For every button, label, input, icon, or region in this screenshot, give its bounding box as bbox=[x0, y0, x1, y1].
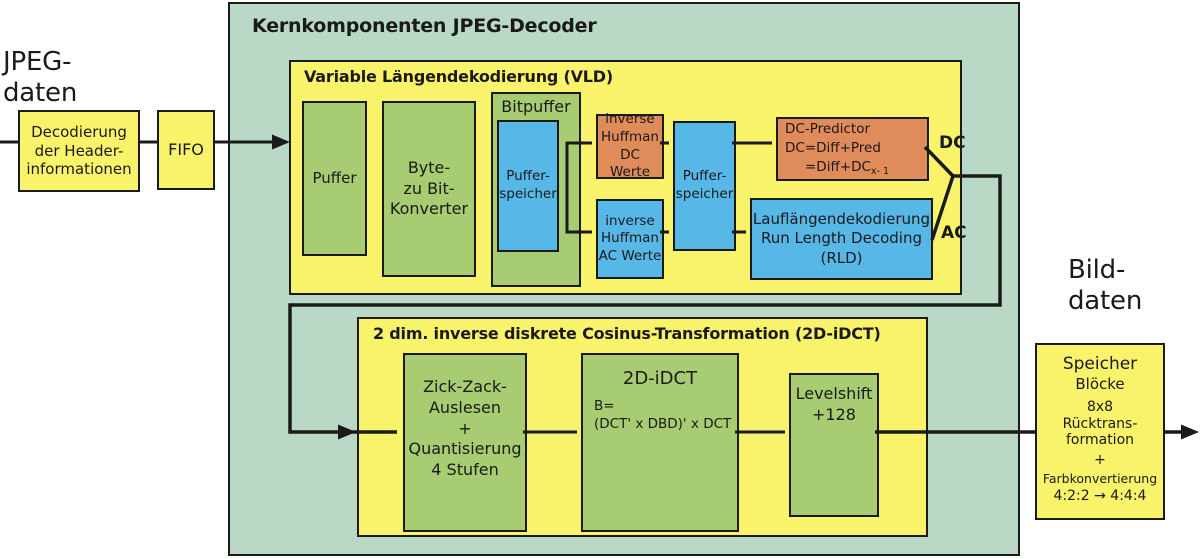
rld-box: Lauflängendekodierung Run Length Decodin… bbox=[750, 198, 933, 280]
rld-line: (RLD) bbox=[820, 248, 863, 267]
levelshift-line: +128 bbox=[812, 404, 856, 424]
inverse-huffman-ac-box: inverse Huffman AC Werte bbox=[596, 199, 664, 279]
idct-title: 2 dim. inverse diskrete Cosinus-Transfor… bbox=[373, 324, 881, 343]
zickzack-line: Quantisierung bbox=[408, 439, 522, 459]
bild-daten-label: Bild- daten bbox=[1068, 255, 1142, 317]
dc-predictor-box: DC-Predictor DC=Diff+Pred =Diff+DCx- 1 bbox=[776, 117, 929, 181]
idct-panel: 2 dim. inverse diskrete Cosinus-Transfor… bbox=[357, 317, 928, 537]
core-decoder-panel: Kernkomponenten JPEG-Decoder Variable Lä… bbox=[228, 2, 1020, 556]
dc-predictor-subscript: x- 1 bbox=[870, 165, 890, 177]
speicher-box: Speicher Blöcke 8x8 Rücktrans- formation… bbox=[1035, 343, 1165, 520]
idct2d-formula-line: (DCT' x DBD)' x DCT bbox=[594, 415, 732, 432]
rld-line: Lauflängendekodierung bbox=[752, 209, 931, 228]
dc-predictor-line: DC=Diff+Pred bbox=[785, 139, 881, 156]
inverse-huffman-dc-box: inverse Huffman DC Werte bbox=[596, 111, 664, 181]
byte-bit-line: zu Bit- bbox=[403, 178, 455, 198]
speicher-line: Farbkonvertierung bbox=[1042, 471, 1158, 487]
zickzack-line: Auslesen bbox=[428, 397, 502, 417]
speicher-line: + bbox=[1094, 451, 1106, 468]
inv-huffman-dc-line: DC Werte bbox=[609, 146, 650, 181]
bild-daten-line1: Bild- bbox=[1068, 255, 1126, 285]
core-decoder-title: Kernkomponenten JPEG-Decoder bbox=[252, 15, 597, 37]
puffer-label: Puffer bbox=[312, 168, 357, 187]
bitpuffer-pufferspeicher-box: Puffer- speicher bbox=[497, 120, 559, 252]
byte-bit-line: Byte- bbox=[407, 157, 451, 177]
levelshift-line: Levelshift bbox=[795, 384, 873, 403]
vld-title: Variable Längendekodierung (VLD) bbox=[304, 67, 613, 86]
speicher-line: Blöcke bbox=[1075, 375, 1125, 394]
dc-predictor-line: DC-Predictor bbox=[785, 120, 871, 137]
inv-huffman-ac-line: inverse bbox=[605, 212, 655, 229]
pufferspeicher-box: Puffer- speicher bbox=[673, 121, 736, 251]
inv-huffman-dc-line: inverse bbox=[605, 111, 655, 128]
bitpuffer-title: Bitpuffer bbox=[501, 97, 571, 116]
idct2d-formula-line: B= bbox=[594, 398, 615, 415]
fifo-box: FIFO bbox=[157, 110, 215, 190]
output-arrowhead bbox=[1181, 424, 1199, 440]
zickzack-line: + bbox=[458, 418, 472, 438]
ac-label: AC bbox=[941, 223, 967, 243]
bitpuffer-box: Bitpuffer Puffer- speicher bbox=[491, 92, 581, 287]
fifo-label: FIFO bbox=[168, 139, 204, 159]
pufferspeicher-line: speicher bbox=[675, 186, 734, 202]
rld-line: Run Length Decoding bbox=[761, 229, 922, 248]
dc-predictor-line: =Diff+DCx- 1 bbox=[785, 158, 889, 178]
zickzack-line: 4 Stufen bbox=[431, 460, 499, 480]
speicher-line: formation bbox=[1065, 431, 1135, 448]
pufferspeicher-line: Puffer- bbox=[506, 168, 550, 185]
header-decoding-line: informationen bbox=[26, 160, 132, 179]
byte-bit-converter-box: Byte- zu Bit- Konverter bbox=[382, 101, 476, 277]
bild-daten-line2: daten bbox=[1068, 286, 1143, 316]
idct2d-formula: B= (DCT' x DBD)' x DCT bbox=[583, 398, 731, 433]
levelshift-box: Levelshift +128 bbox=[789, 373, 879, 517]
jpeg-daten-label: JPEG- daten bbox=[3, 47, 77, 109]
inv-huffman-ac-line: Huffman bbox=[601, 230, 659, 247]
header-decoding-box: Decodierung der Header- informationen bbox=[18, 110, 140, 192]
dc-label: DC bbox=[939, 133, 966, 153]
zickzack-line: Zick-Zack- bbox=[423, 377, 507, 396]
header-decoding-line: Decodierung bbox=[31, 122, 127, 141]
vld-panel: Variable Längendekodierung (VLD) Puffer … bbox=[289, 60, 967, 295]
jpeg-daten-line2: daten bbox=[3, 78, 78, 108]
pufferspeicher-line: speicher bbox=[499, 186, 557, 202]
zickzack-box: Zick-Zack- Auslesen + Quantisierung 4 St… bbox=[403, 353, 527, 532]
puffer-box: Puffer bbox=[302, 101, 367, 256]
inv-huffman-dc-line: Huffman bbox=[601, 128, 659, 145]
dc-predictor-line3: =Diff+DC bbox=[805, 158, 871, 175]
speicher-line: 4:2:2 → 4:4:4 bbox=[1053, 488, 1147, 505]
speicher-line: Speicher bbox=[1062, 354, 1138, 374]
speicher-line: Rücktrans- bbox=[1062, 415, 1138, 432]
inv-huffman-ac-line: AC Werte bbox=[598, 247, 662, 264]
jpeg-daten-line1: JPEG- bbox=[3, 47, 72, 77]
byte-bit-line: Konverter bbox=[389, 199, 469, 219]
pufferspeicher-line: Puffer- bbox=[682, 168, 727, 185]
idct2d-title: 2D-iDCT bbox=[622, 368, 698, 389]
idct2d-box: 2D-iDCT B= (DCT' x DBD)' x DCT bbox=[581, 353, 739, 532]
header-decoding-line: der Header- bbox=[34, 141, 124, 160]
speicher-line: 8x8 bbox=[1086, 398, 1114, 415]
